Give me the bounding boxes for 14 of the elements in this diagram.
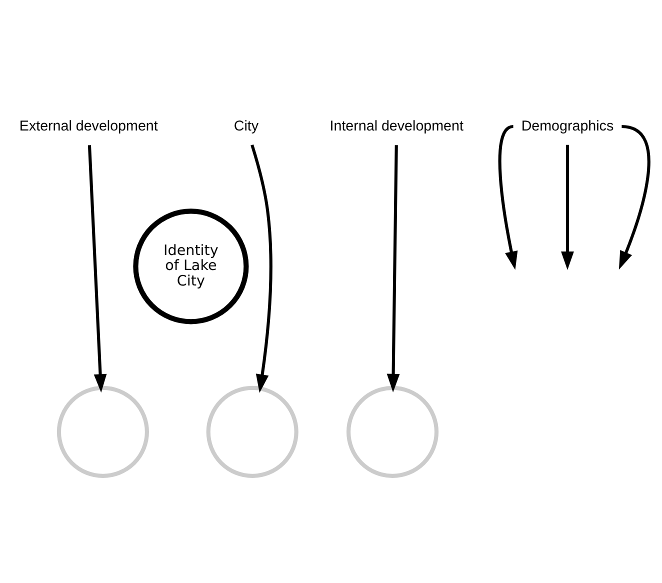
- node-text: City: [234, 118, 259, 134]
- arrow: [618, 124, 650, 270]
- arrow: [250, 144, 272, 392]
- node-circle: [206, 385, 298, 478]
- arrow: [386, 144, 400, 392]
- arrow: [88, 144, 107, 392]
- arrow: [498, 124, 518, 270]
- node-text: Demographics: [521, 118, 614, 134]
- node-text: External development: [19, 118, 158, 134]
- node-circle: Identity of Lake City: [133, 208, 249, 324]
- node-circle: [56, 385, 149, 478]
- node-text: Internal development: [330, 118, 464, 134]
- arrow: [561, 144, 574, 270]
- node-circle: [346, 385, 439, 478]
